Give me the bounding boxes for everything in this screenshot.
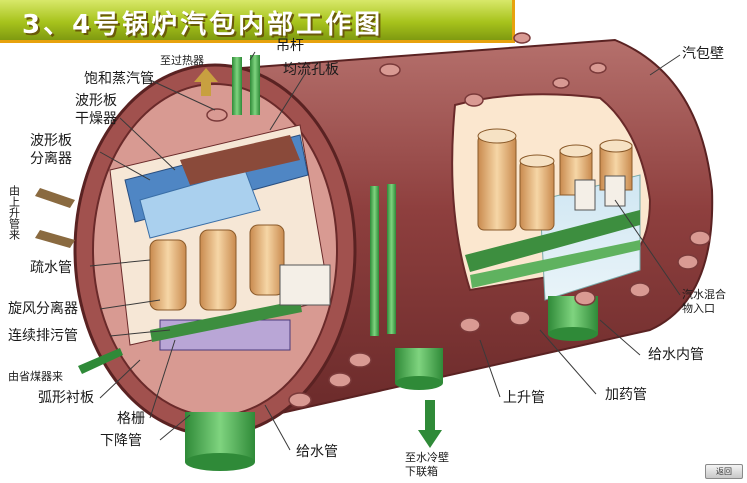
label-waterwall-line2: 下联箱 bbox=[405, 464, 438, 478]
downcomers bbox=[185, 296, 598, 471]
steam-outlet-arrow bbox=[194, 68, 218, 96]
label-continuous-blowdown: 连续排污管 bbox=[8, 327, 78, 344]
waterwall-arrow bbox=[418, 400, 442, 448]
label-feedwater-inner-pipe: 给水内管 bbox=[648, 347, 704, 363]
label-riser-pipe: 上升管 bbox=[503, 390, 545, 406]
right-cutaway bbox=[451, 93, 652, 301]
label-dryer-line1: 波形板 bbox=[75, 93, 117, 109]
inlet-arrows bbox=[35, 188, 75, 248]
label-dryer-line2: 干燥器 bbox=[75, 111, 117, 127]
return-button[interactable]: 返回 bbox=[705, 464, 743, 479]
label-saturated-steam-pipe: 饱和蒸汽管 bbox=[84, 71, 154, 87]
right-cyclones bbox=[477, 128, 633, 231]
label-mixture-inlet-line2: 物入口 bbox=[682, 301, 715, 315]
nozzle-stubs bbox=[206, 32, 711, 408]
label-perforated-plate: 均流孔板 bbox=[283, 62, 339, 78]
top-green-pipes bbox=[232, 55, 396, 336]
label-hanger-rod: 吊杆 bbox=[276, 38, 304, 54]
label-separator-line1: 波形板 bbox=[30, 133, 72, 149]
economizer-arrow bbox=[78, 348, 123, 374]
label-arc-liner: 弧形衬板 bbox=[38, 390, 94, 406]
label-drum-wall: 汽包壁 bbox=[682, 46, 724, 62]
label-downcomer: 下降管 bbox=[100, 433, 142, 449]
label-cyclone-separator: 旋风分离器 bbox=[8, 300, 78, 317]
label-from-economizer: 由省煤器来 bbox=[8, 369, 63, 383]
label-to-superheater: 至过热器 bbox=[160, 54, 204, 67]
label-mixture-inlet-line1: 汽水混合 bbox=[682, 287, 726, 301]
left-cyclones bbox=[149, 224, 285, 311]
label-waterwall-line1: 至水冷壁 bbox=[405, 450, 449, 464]
label-drain-pipe: 疏水管 bbox=[30, 260, 72, 276]
label-separator-line2: 分离器 bbox=[30, 150, 72, 167]
label-chemical-dosing: 加药管 bbox=[605, 387, 647, 403]
leader-lines bbox=[89, 51, 681, 451]
label-grille: 格栅 bbox=[117, 411, 145, 427]
label-feedwater-pipe: 给水管 bbox=[296, 444, 338, 460]
title-bar: 3、4号锅炉汽包内部工作图 bbox=[0, 0, 515, 43]
label-from-riser: 由上升管来 bbox=[8, 184, 21, 240]
page-title: 3、4号锅炉汽包内部工作图 bbox=[22, 10, 384, 40]
left-internals bbox=[109, 124, 331, 351]
